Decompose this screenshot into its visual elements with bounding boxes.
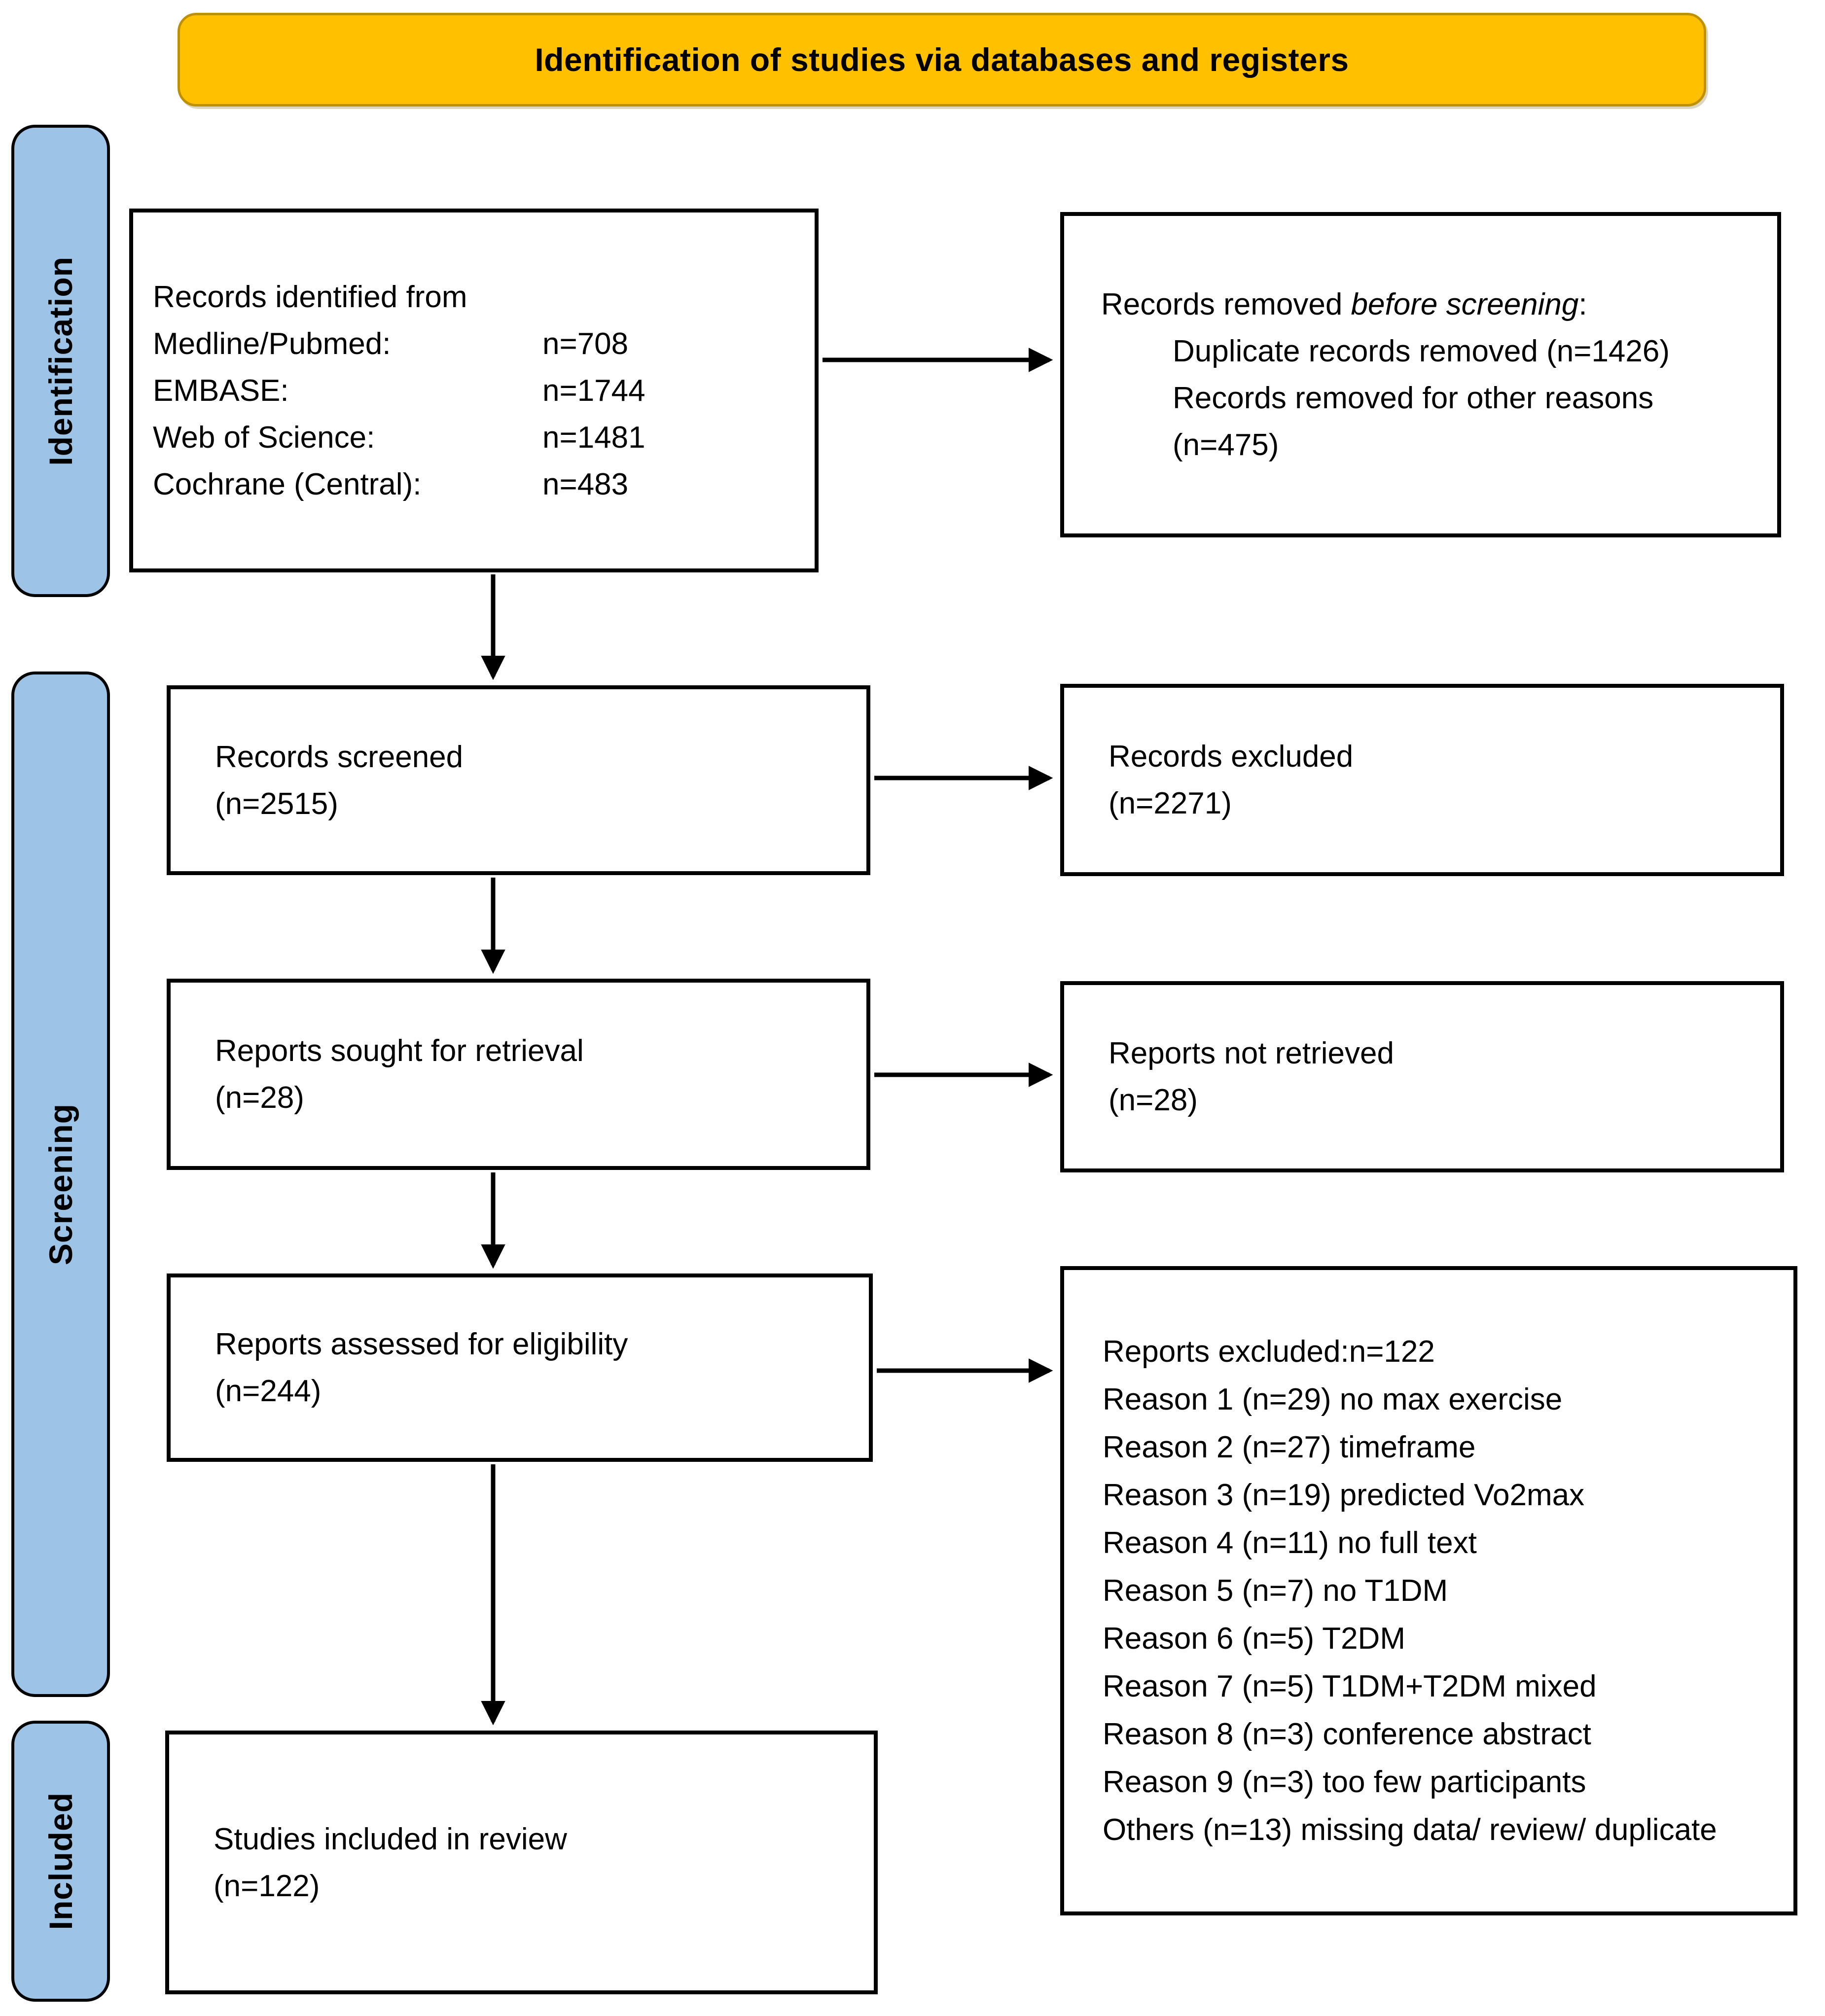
box-records-removed-before-screening: Records removed before screening: Duplic… bbox=[1060, 212, 1781, 537]
records-removed-heading: Records removed before screening: bbox=[1101, 281, 1757, 328]
records-excluded-count: (n=2271) bbox=[1109, 786, 1232, 820]
source-row-embase: EMBASE: n=1744 bbox=[153, 367, 800, 414]
removed-item-duplicates: Duplicate records removed (n=1426) bbox=[1173, 334, 1670, 368]
reports-assessed-count: (n=244) bbox=[215, 1374, 322, 1408]
exclusion-reason-9: Reason 9 (n=3) too few participants bbox=[1103, 1765, 1586, 1799]
records-removed-heading-prefix: Records removed bbox=[1101, 287, 1351, 321]
stage-label-included: Included bbox=[11, 1721, 110, 2002]
exclusion-reason-4: Reason 4 (n=11) no full text bbox=[1103, 1526, 1477, 1560]
stage-label-identification: Identification bbox=[11, 125, 110, 597]
exclusion-reason-5: Reason 5 (n=7) no T1DM bbox=[1103, 1574, 1448, 1608]
title-banner: Identification of studies via databases … bbox=[178, 13, 1706, 106]
source-count: n=483 bbox=[542, 467, 629, 501]
box-reports-not-retrieved: Reports not retrieved (n=28) bbox=[1060, 981, 1784, 1172]
removed-item-other-reasons: Records removed for other reasons (n=475… bbox=[1173, 381, 1654, 462]
records-removed-heading-italic: before screening bbox=[1351, 287, 1579, 321]
box-reports-sought: Reports sought for retrieval (n=28) bbox=[167, 979, 870, 1170]
box-records-screened: Records screened (n=2515) bbox=[167, 685, 870, 875]
box-records-excluded: Records excluded (n=2271) bbox=[1060, 684, 1784, 876]
records-screened-text: Records screened bbox=[215, 740, 464, 774]
exclusion-reason-8: Reason 8 (n=3) conference abstract bbox=[1103, 1717, 1591, 1751]
exclusion-reason-7: Reason 7 (n=5) T1DM+T2DM mixed bbox=[1103, 1669, 1597, 1703]
records-excluded-text: Records excluded bbox=[1109, 740, 1354, 774]
source-name: Web of Science: bbox=[153, 420, 375, 455]
box-reports-assessed: Reports assessed for eligibility (n=244) bbox=[167, 1273, 873, 1462]
exclusion-reason-others: Others (n=13) missing data/ review/ dupl… bbox=[1103, 1813, 1717, 1847]
stage-screening-text: Screening bbox=[42, 1103, 79, 1266]
reports-assessed-text: Reports assessed for eligibility bbox=[215, 1327, 628, 1361]
reports-excluded-heading: Reports excluded:n=122 bbox=[1103, 1335, 1435, 1369]
source-name: EMBASE: bbox=[153, 373, 289, 408]
exclusion-reason-3: Reason 3 (n=19) predicted Vo2max bbox=[1103, 1478, 1585, 1512]
stage-included-text: Included bbox=[42, 1792, 79, 1930]
box-studies-included: Studies included in review (n=122) bbox=[165, 1731, 878, 1994]
diagram-title: Identification of studies via databases … bbox=[535, 41, 1349, 78]
source-row-web-of-science: Web of Science: n=1481 bbox=[153, 414, 800, 461]
reports-not-retrieved-count: (n=28) bbox=[1109, 1083, 1198, 1117]
source-count: n=1744 bbox=[542, 373, 645, 408]
stage-identification-text: Identification bbox=[42, 256, 79, 466]
box-records-identified: Records identified from Medline/Pubmed: … bbox=[129, 209, 819, 572]
studies-included-text: Studies included in review bbox=[214, 1822, 567, 1856]
exclusion-reason-1: Reason 1 (n=29) no max exercise bbox=[1103, 1382, 1563, 1416]
records-identified-heading: Records identified from bbox=[153, 280, 467, 314]
source-row-medline: Medline/Pubmed: n=708 bbox=[153, 320, 800, 367]
box-reports-excluded-reasons: Reports excluded:n=122 Reason 1 (n=29) n… bbox=[1060, 1266, 1797, 1915]
studies-included-count: (n=122) bbox=[214, 1869, 320, 1903]
exclusion-reason-6: Reason 6 (n=5) T2DM bbox=[1103, 1622, 1405, 1656]
reports-sought-count: (n=28) bbox=[215, 1081, 304, 1115]
source-count: n=708 bbox=[542, 326, 629, 361]
records-removed-heading-suffix: : bbox=[1578, 287, 1587, 321]
exclusion-reason-2: Reason 2 (n=27) timeframe bbox=[1103, 1430, 1476, 1464]
reports-sought-text: Reports sought for retrieval bbox=[215, 1034, 584, 1068]
source-name: Medline/Pubmed: bbox=[153, 326, 391, 361]
reports-not-retrieved-text: Reports not retrieved bbox=[1109, 1036, 1394, 1070]
source-name: Cochrane (Central): bbox=[153, 467, 422, 501]
records-screened-count: (n=2515) bbox=[215, 786, 338, 821]
source-row-cochrane: Cochrane (Central): n=483 bbox=[153, 461, 800, 508]
stage-label-screening: Screening bbox=[11, 672, 110, 1697]
source-count: n=1481 bbox=[542, 420, 645, 455]
